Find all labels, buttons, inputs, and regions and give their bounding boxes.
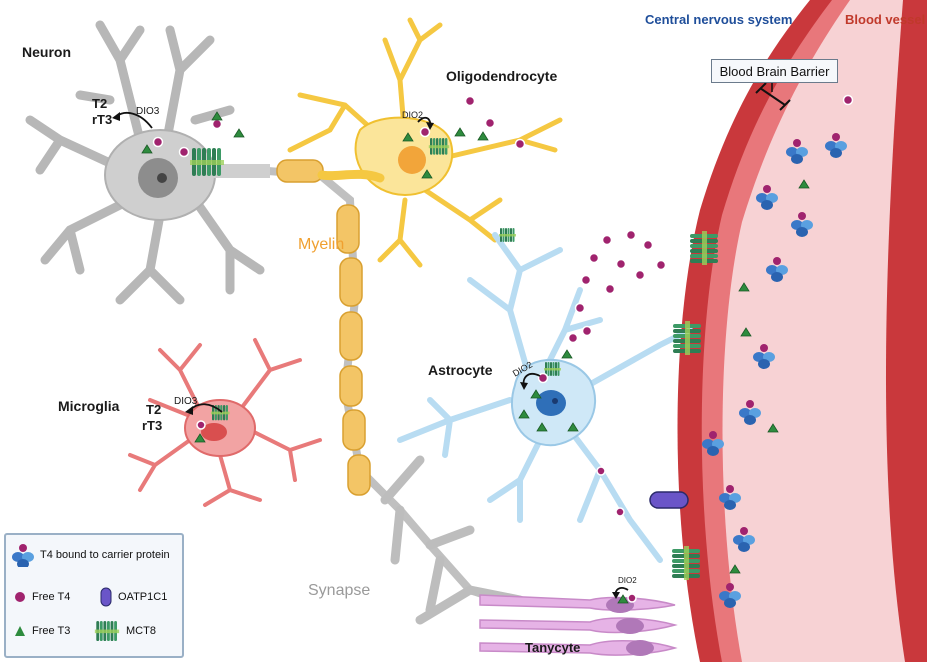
tanycyte-label: Tanycyte (525, 640, 581, 655)
mct8-icon (94, 621, 120, 641)
legend-free-t4-label: Free T4 (32, 591, 71, 603)
blood-vessel (677, 0, 927, 662)
tanycyte-cells (479, 594, 678, 656)
microglia-t2-label: T2 (146, 402, 162, 417)
microglia-dio3-label: DIO3 (174, 396, 198, 407)
blood-brain-barrier-label: Blood Brain Barrier (711, 59, 838, 83)
astrocyte-cell (397, 232, 693, 563)
tany-dio2-label: DIO2 (618, 576, 637, 585)
neuron-rt3-label: rT3 (92, 112, 113, 127)
oatp1c1-transporter (649, 491, 689, 509)
neuron-cell (25, 20, 270, 305)
cns-label: Central nervous system (645, 12, 793, 27)
free-t4-molecules (152, 94, 854, 603)
legend-carrier: T4 bound to carrier protein (12, 543, 170, 567)
neuron-label: Neuron (22, 44, 71, 60)
oatp1c1-icon (100, 587, 112, 607)
oligo-dio2-label: DIO2 (402, 110, 424, 120)
legend-free-t3-label: Free T3 (32, 625, 71, 637)
free-t3-molecules (141, 111, 810, 604)
carrier-protein-icon (12, 544, 34, 567)
legend-oatp-label: OATP1C1 (118, 591, 168, 603)
legend-oatp: OATP1C1 (100, 587, 167, 607)
legend-carrier-label: T4 bound to carrier protein (40, 549, 170, 561)
free-t3-icon (15, 626, 25, 636)
legend-mct8: MCT8 (94, 621, 156, 641)
astrocyte-label: Astrocyte (428, 362, 493, 378)
microglia-rt3-label: rT3 (142, 418, 163, 433)
legend-free-t4: Free T4 (14, 591, 70, 603)
myelinated-axon (251, 159, 525, 625)
neuron-dio3-label: DIO3 (136, 106, 160, 117)
bbb-bracket (755, 82, 791, 111)
synapse-label: Synapse (308, 582, 371, 599)
legend-mct8-label: MCT8 (126, 625, 156, 637)
blood-vessel-label: Blood vessel (845, 12, 926, 27)
legend-free-t3: Free T3 (14, 625, 70, 637)
myelin-label: Myelin (298, 236, 345, 253)
neuron-t2-label: T2 (92, 96, 108, 111)
microglia-label: Microglia (58, 398, 120, 414)
free-t4-icon (15, 592, 25, 602)
legend: T4 bound to carrier protein Free T4 OATP… (4, 533, 184, 658)
oligodendrocyte-label: Oligodendrocyte (446, 68, 558, 84)
